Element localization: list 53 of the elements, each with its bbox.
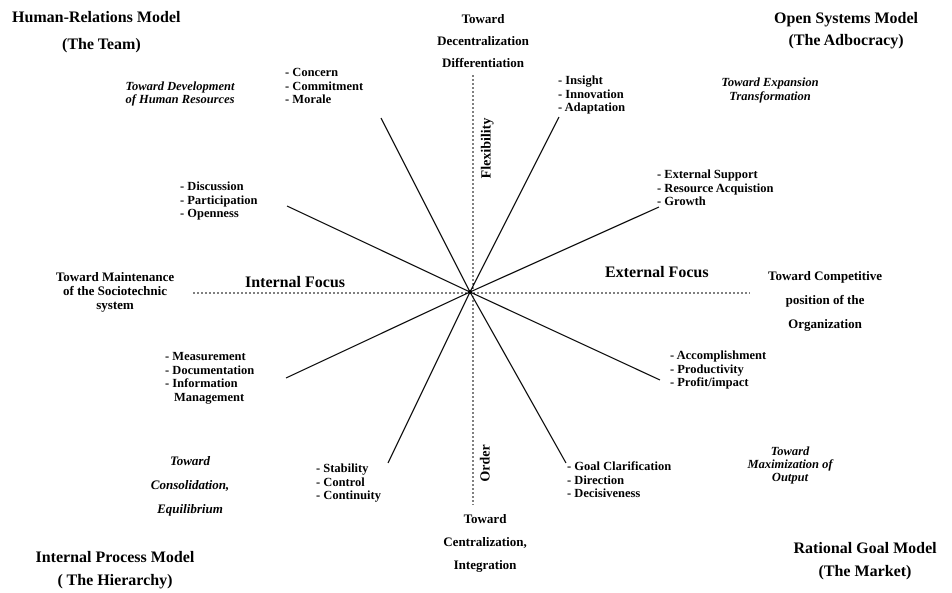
spoke-line <box>380 118 471 292</box>
spoke-line <box>470 206 660 293</box>
list-item-text: - Goal Clarification <box>567 460 672 474</box>
orientation-text: Toward Development of Human Resources <box>124 80 236 106</box>
axis-end-label: Toward Competitive position of the Organization <box>767 267 883 333</box>
center-point <box>468 290 472 294</box>
list-item-text: - Discussion <box>180 180 245 194</box>
list-item-text: - Commitment <box>285 80 364 93</box>
list-item-text: - Stability <box>316 462 370 476</box>
quadrant-subtitle: ( The Hierarchy) <box>58 571 172 591</box>
list-item-text: - Innovation <box>558 88 625 101</box>
list-item-text: - Insight <box>558 74 604 88</box>
list-item-text: - Decisiveness <box>567 487 642 500</box>
axis-end-label: Toward Maintenance of the Sociotechnic system <box>54 270 176 312</box>
axis-label: Internal Focus <box>245 274 345 292</box>
list-item-text: - Adaptation <box>558 101 626 114</box>
list-item-text: - Morale <box>285 93 332 106</box>
axis-label: Flexibility <box>478 118 495 178</box>
spoke-line <box>286 291 470 379</box>
list-item-text: - Resource Acquistion <box>657 182 774 195</box>
list-item-text: - Concern <box>285 66 340 80</box>
spoke-line <box>469 292 567 464</box>
quadrant-subtitle: (The Team) <box>62 35 141 55</box>
list-item-text: - Growth <box>657 195 707 208</box>
axis-label: Order <box>478 444 494 482</box>
list-item-text: - Participation <box>180 194 258 207</box>
quadrant-title: Open Systems Model <box>774 9 918 29</box>
list-item-text: - Control <box>316 476 365 489</box>
quadrant-subtitle: (The Market) <box>818 562 912 582</box>
list-item-text: - Documentation <box>165 364 256 377</box>
list-item-text: - Direction <box>567 474 626 487</box>
axis-end-label: Toward Decentralization Differentiation <box>436 10 530 72</box>
axis-label: External Focus <box>605 264 709 282</box>
list-item-text: - External Support <box>657 168 759 182</box>
quadrant-title: Rational Goal Model <box>794 539 937 559</box>
list-item-text: - Openness <box>180 207 239 220</box>
orientation-text: Toward Maximization of Output <box>746 445 834 484</box>
spoke-line <box>387 292 471 464</box>
quadrant-title: Human-Relations Model <box>12 8 180 28</box>
list-item-text: - Profit/impact <box>670 376 750 390</box>
axis-end-label: Toward Centralization, Integration <box>442 510 528 574</box>
list-item-text: - Productivity <box>670 362 744 376</box>
list-item-text: - Information Management <box>165 377 246 404</box>
spoke-line <box>286 205 470 293</box>
list-item-text: - Continuity <box>316 489 381 502</box>
list-item-text: - Measurement <box>165 350 247 364</box>
list-item-text: - Accomplishment <box>670 349 766 362</box>
orientation-text: Toward Expansion Transformation <box>720 75 820 103</box>
quadrant-title: Internal Process Model <box>36 548 194 568</box>
quadrant-subtitle: (The Adbocracy) <box>788 31 904 51</box>
orientation-text: Toward Consolidation, Equilibrium <box>150 452 230 518</box>
spoke-line <box>470 291 660 381</box>
spoke-line <box>469 116 560 292</box>
